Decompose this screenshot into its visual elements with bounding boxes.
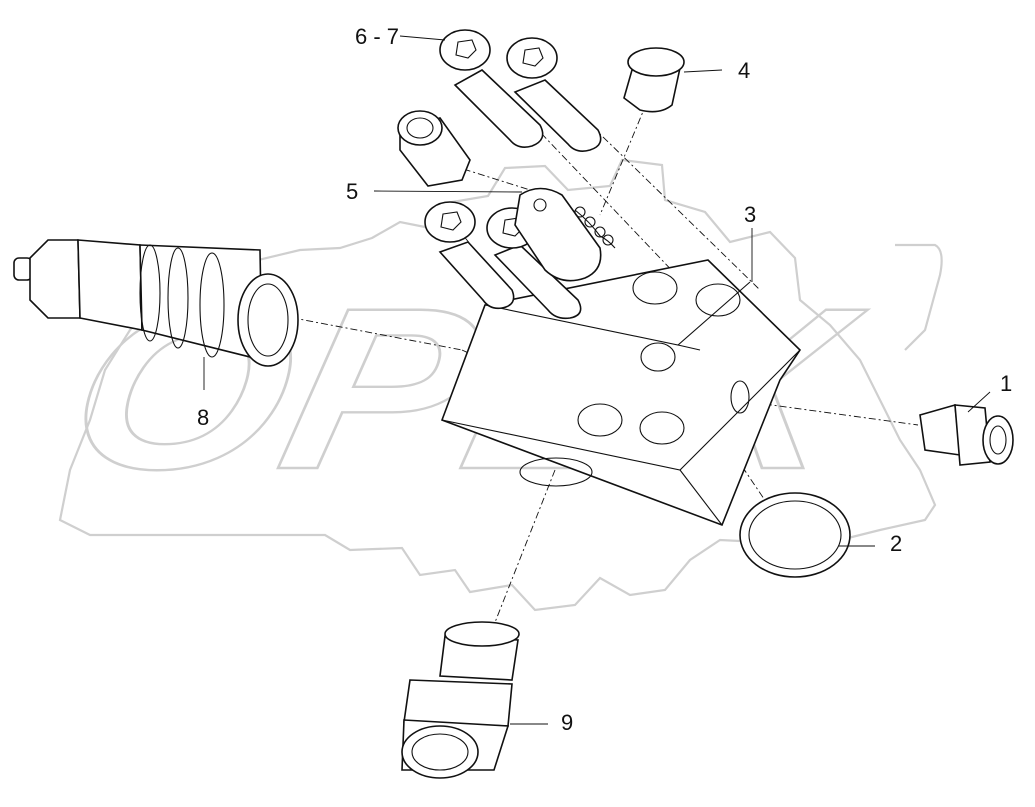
coupling-part-8 bbox=[13, 239, 299, 367]
check-valve-part-5 bbox=[514, 187, 616, 282]
callout-1: 1 bbox=[1000, 371, 1013, 396]
straight-fitting bbox=[397, 110, 471, 187]
callout-6-7: 6 - 7 bbox=[355, 24, 400, 49]
callout-9: 9 bbox=[561, 710, 574, 735]
fitting-part-1 bbox=[919, 403, 1014, 466]
o-ring-part-2 bbox=[739, 492, 851, 578]
socket-bolt-upper-right bbox=[506, 37, 602, 152]
callout-2: 2 bbox=[890, 531, 903, 556]
fitting-part-9 bbox=[401, 621, 520, 779]
callout-4: 4 bbox=[738, 58, 751, 83]
socket-bolt-lower-left bbox=[424, 201, 515, 310]
plug-part-4 bbox=[623, 47, 685, 113]
socket-bolt-upper-left bbox=[439, 29, 544, 148]
valve-block bbox=[440, 259, 802, 527]
callout-8: 8 bbox=[197, 405, 210, 430]
callout-5: 5 bbox=[346, 179, 359, 204]
leader-lines bbox=[203, 35, 991, 725]
callout-3: 3 bbox=[744, 202, 757, 227]
